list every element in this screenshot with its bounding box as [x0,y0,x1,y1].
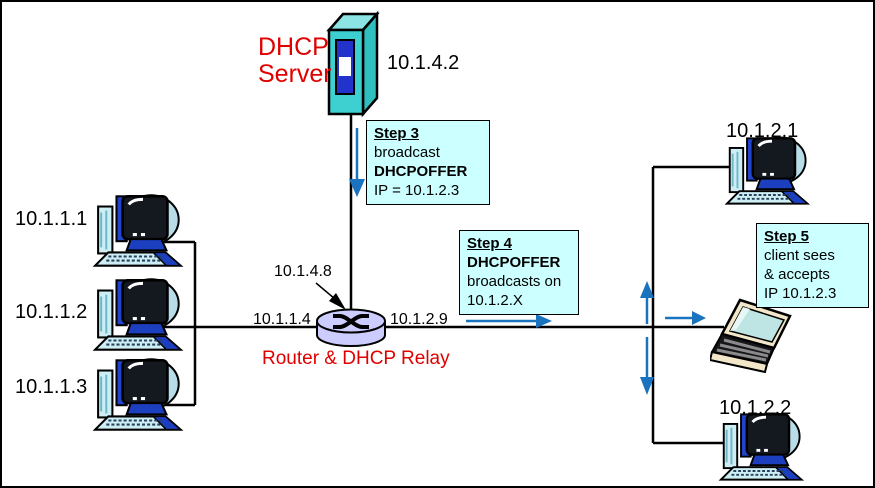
arrow-broadcast-down-icon [349,128,365,197]
step3-title: Step 3 [374,125,420,142]
client-ip-10122: 10.1.2.2 [719,397,792,419]
step4-title: Step 4 [467,235,513,252]
client-ip-10112: 10.1.1.2 [15,301,88,323]
client-pc-10112-icon [92,276,194,354]
arrow-offer-right-icon [466,314,552,328]
step3-box: Step 3 broadcast DHCPOFFER IP = 10.1.2.3 [366,120,490,205]
laptop-client-icon [710,298,802,376]
step5-box: Step 5 client sees & accepts IP 10.1.2.3 [756,223,869,308]
arrow-to-laptop-icon [665,311,706,325]
step4-line1: DHCPOFFER [467,254,561,271]
client-ip-10113: 10.1.1.3 [15,376,88,398]
client-pc-10111-icon [92,192,194,270]
step5-line3: IP 10.1.2.3 [764,285,837,302]
router-label: Router & DHCP Relay [262,348,450,369]
step5-line2: & accepts [764,266,830,283]
step5-line1: client sees [764,247,835,264]
step4-box: Step 4 DHCPOFFER broadcasts on 10.1.2.X [459,230,579,315]
client-pc-10113-icon [92,356,194,434]
client-pc-10122-icon [718,410,814,484]
step3-line3: IP = 10.1.2.3 [374,182,460,199]
dhcp-server-label: DHCP Server [258,33,332,88]
dhcp-server-icon [324,10,382,118]
router-ip-above: 10.1.4.8 [274,263,332,280]
step5-title: Step 5 [764,228,810,245]
server-ip-label: 10.1.4.2 [387,52,460,74]
client-ip-10121: 10.1.2.1 [726,120,799,142]
step3-line1: broadcast [374,144,440,161]
step4-line2: broadcasts on [467,273,562,290]
step4-line3: 10.1.2.X [467,292,523,309]
router-ip-left: 10.1.1.4 [253,311,311,328]
router-icon [314,306,388,350]
router-ip-right: 10.1.2.9 [390,311,448,328]
client-pc-10121-icon [724,134,820,208]
arrow-bus-down-icon [640,337,654,395]
step3-line2: DHCPOFFER [374,163,468,180]
client-ip-10111: 10.1.1.1 [15,208,88,230]
arrow-bus-up-icon [640,281,654,324]
